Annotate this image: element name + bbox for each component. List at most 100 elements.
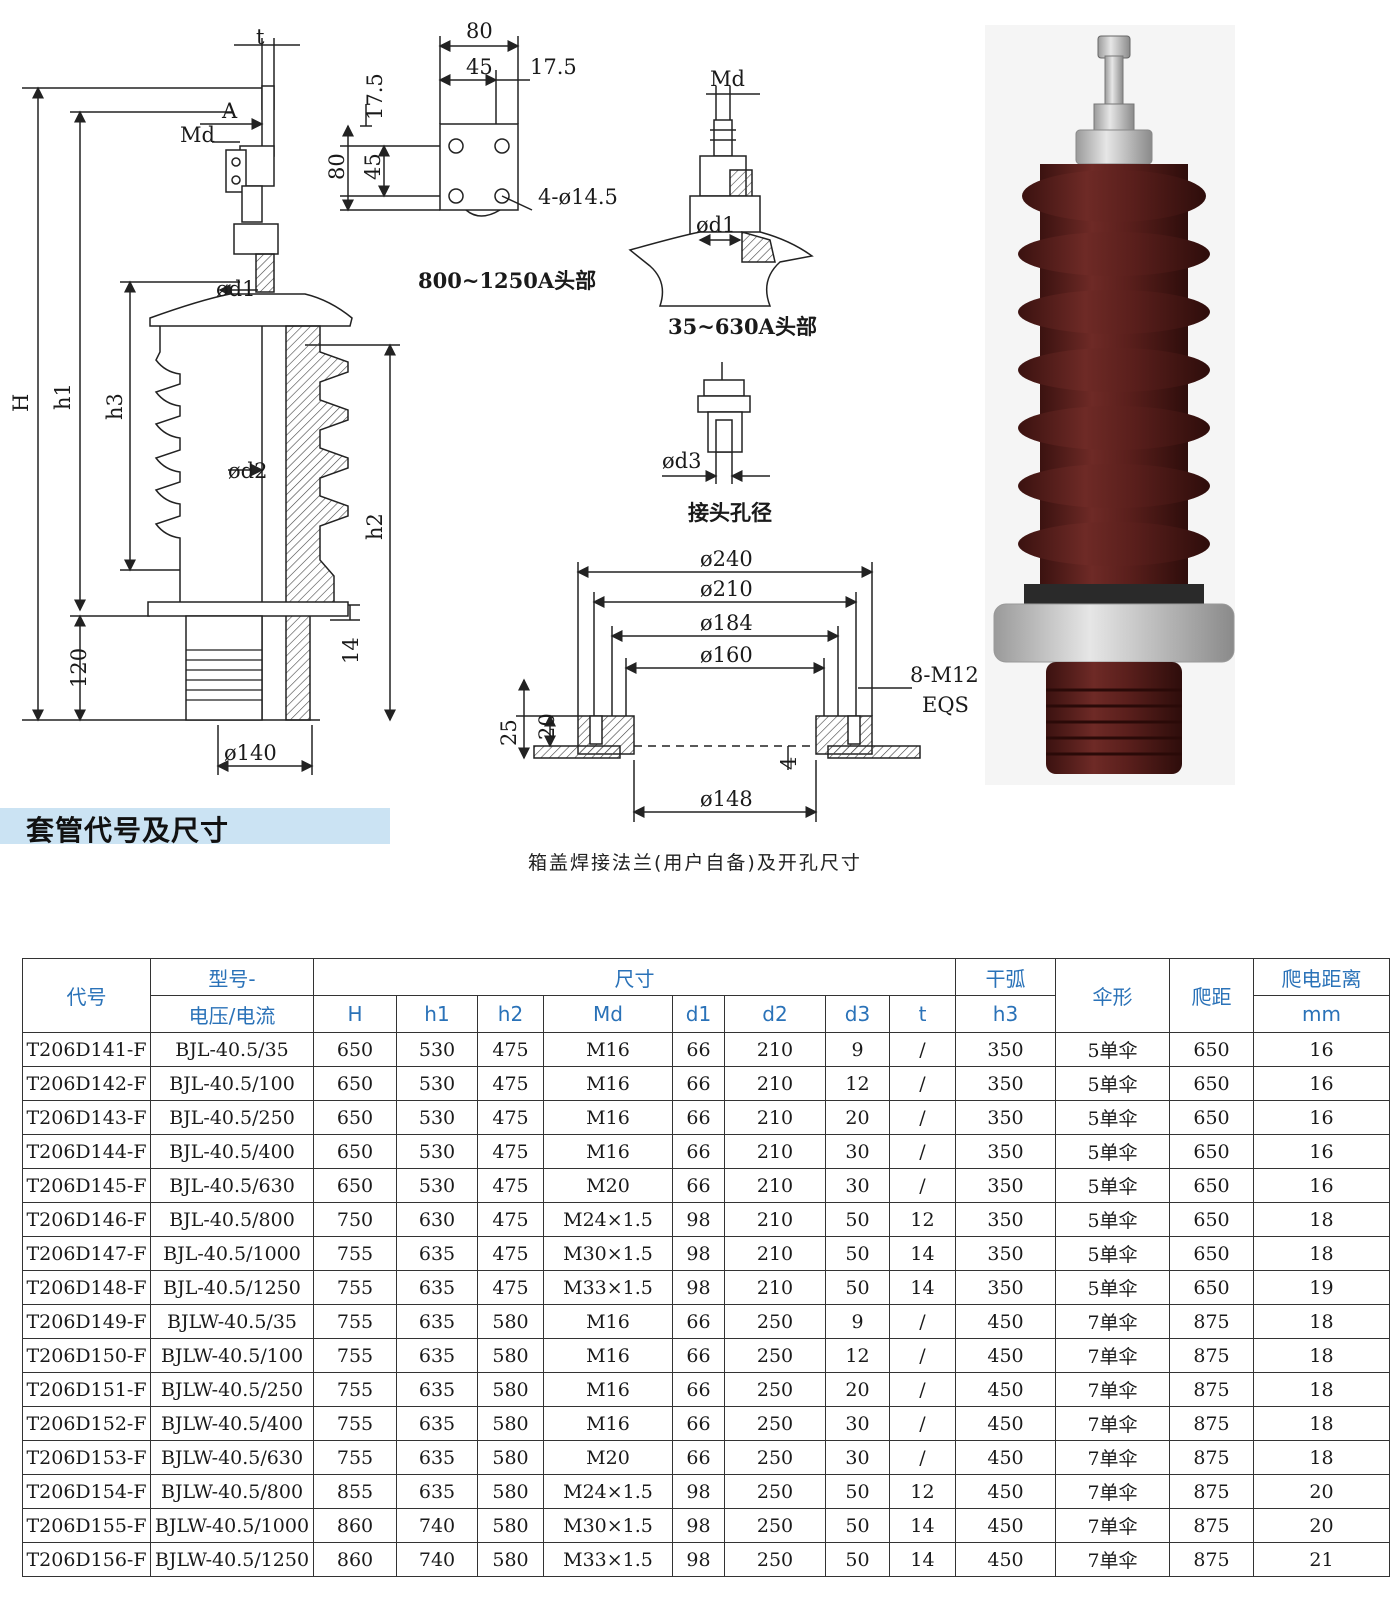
table-cell: 750	[313, 1202, 397, 1237]
table-cell: 350	[955, 1202, 1056, 1237]
label-120: 120	[67, 648, 91, 688]
flange-drawing	[516, 562, 921, 822]
table-cell: 7单伞	[1055, 1542, 1170, 1577]
table-cell: 650	[1169, 1134, 1254, 1169]
table-cell: BJL-40.5/100	[150, 1066, 314, 1101]
table-cell: 20	[825, 1100, 890, 1135]
table-cell: 450	[955, 1372, 1056, 1407]
flange-h4: 4	[777, 757, 801, 770]
header-col-h: H	[313, 995, 397, 1033]
table-cell: BJL-40.5/630	[150, 1168, 314, 1203]
header-code: 代号	[22, 958, 151, 1033]
table-cell: /	[889, 1440, 956, 1475]
table-cell: BJL-40.5/250	[150, 1100, 314, 1135]
table-cell: 30	[825, 1134, 890, 1169]
table-cell: 755	[313, 1372, 397, 1407]
table-cell: 475	[477, 1236, 544, 1271]
section-banner	[0, 808, 390, 844]
table-cell: 30	[825, 1168, 890, 1203]
table-cell: T206D151-F	[22, 1372, 151, 1407]
table-cell: 66	[672, 1032, 725, 1067]
table-cell: 7单伞	[1055, 1338, 1170, 1373]
table-cell: 14	[889, 1236, 956, 1271]
table-cell: 66	[672, 1406, 725, 1441]
table-cell: 875	[1169, 1542, 1254, 1577]
head800-w17-5: 17.5	[530, 55, 577, 79]
table-cell: 66	[672, 1304, 725, 1339]
table-cell: /	[889, 1134, 956, 1169]
table-cell: 5单伞	[1055, 1100, 1170, 1135]
table-cell: 210	[724, 1168, 826, 1203]
label-h: H	[9, 394, 33, 412]
flange-d160: ø160	[700, 643, 753, 667]
table-cell: 475	[477, 1134, 544, 1169]
bushing-section-drawing	[22, 38, 400, 775]
table-cell: 350	[955, 1100, 1056, 1135]
table-cell: 650	[1169, 1202, 1254, 1237]
table-cell: 250	[724, 1372, 826, 1407]
table-cell: 12	[825, 1338, 890, 1373]
table-cell: 650	[313, 1134, 397, 1169]
table-cell: 650	[1169, 1100, 1254, 1135]
table-cell: 98	[672, 1474, 725, 1509]
table-cell: T206D143-F	[22, 1100, 151, 1135]
table-cell: M30×1.5	[543, 1508, 673, 1543]
table-cell: 16	[1253, 1066, 1390, 1101]
head35-md: Md	[710, 67, 745, 91]
header-col-d1: d1	[672, 995, 725, 1033]
table-cell: 66	[672, 1168, 725, 1203]
table-cell: 635	[396, 1406, 478, 1441]
head800-w80: 80	[466, 19, 493, 43]
table-cell: 875	[1169, 1372, 1254, 1407]
table-cell: 755	[313, 1440, 397, 1475]
table-cell: 875	[1169, 1508, 1254, 1543]
table-cell: 16	[1253, 1134, 1390, 1169]
table-cell: T206D156-F	[22, 1542, 151, 1577]
table-cell: 18	[1253, 1406, 1390, 1441]
table-cell: 740	[396, 1508, 478, 1543]
table-cell: M16	[543, 1372, 673, 1407]
table-cell: 98	[672, 1508, 725, 1543]
table-cell: T206D147-F	[22, 1236, 151, 1271]
table-cell: M16	[543, 1338, 673, 1373]
table-cell: 12	[889, 1202, 956, 1237]
table-cell: 9	[825, 1032, 890, 1067]
table-cell: 210	[724, 1134, 826, 1169]
table-cell: 635	[396, 1474, 478, 1509]
header-col-t: t	[889, 995, 956, 1033]
head800-caption: 800~1250A头部	[418, 268, 596, 293]
table-cell: 650	[1169, 1236, 1254, 1271]
table-cell: 19	[1253, 1270, 1390, 1305]
table-cell: 50	[825, 1202, 890, 1237]
table-cell: 860	[313, 1542, 397, 1577]
table-cell: T206D146-F	[22, 1202, 151, 1237]
table-cell: 580	[477, 1440, 544, 1475]
table-cell: /	[889, 1168, 956, 1203]
table-cell: 66	[672, 1100, 725, 1135]
table-cell: M16	[543, 1100, 673, 1135]
table-cell: 475	[477, 1100, 544, 1135]
table-cell: 580	[477, 1474, 544, 1509]
table-cell: 210	[724, 1270, 826, 1305]
table-cell: BJL-40.5/1000	[150, 1236, 314, 1271]
table-cell: 350	[955, 1270, 1056, 1305]
table-cell: 250	[724, 1304, 826, 1339]
head800-v80: 80	[325, 153, 349, 180]
table-cell: 250	[724, 1474, 826, 1509]
table-cell: 7单伞	[1055, 1304, 1170, 1339]
header-creep-dist-line2: mm	[1253, 995, 1390, 1033]
label-d2: ød2	[228, 459, 267, 483]
table-cell: 875	[1169, 1338, 1254, 1373]
table-cell: 9	[825, 1304, 890, 1339]
table-cell: 5单伞	[1055, 1236, 1170, 1271]
table-cell: 530	[396, 1100, 478, 1135]
table-cell: 250	[724, 1440, 826, 1475]
table-cell: 860	[313, 1508, 397, 1543]
table-cell: BJLW-40.5/630	[150, 1440, 314, 1475]
